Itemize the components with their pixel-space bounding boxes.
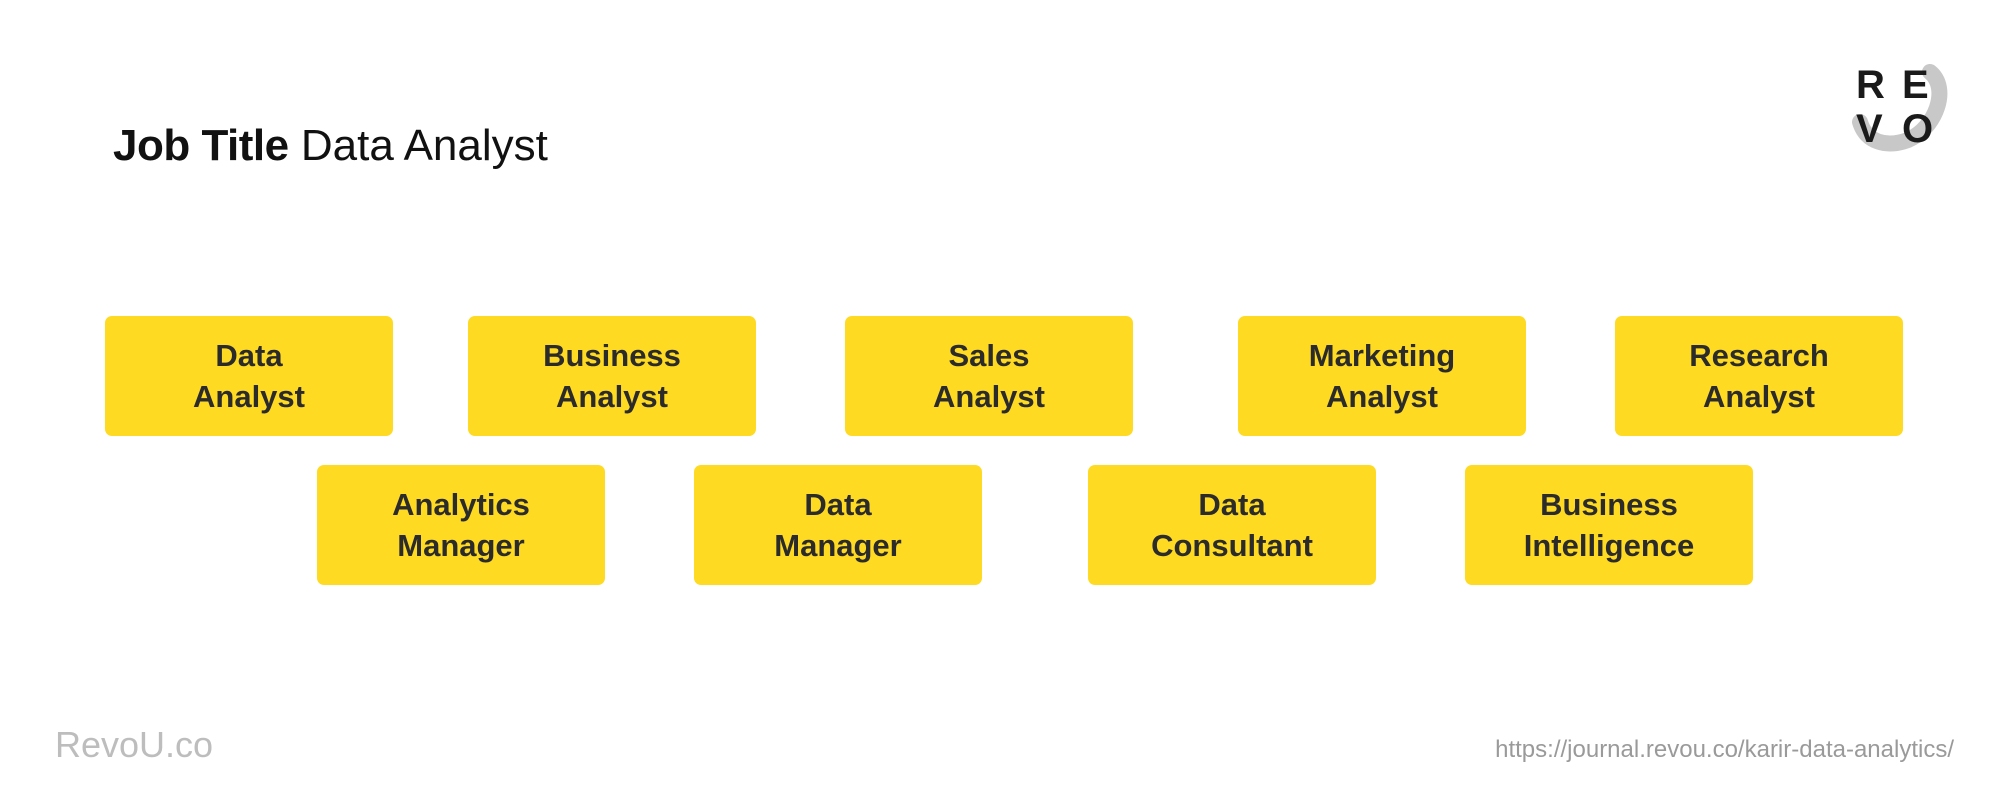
footer-brand: RevoU.co [55,724,214,765]
role-box-marketing-analyst: Marketing Analyst [1238,316,1526,436]
role-box-sales-analyst: Sales Analyst [845,316,1133,436]
role-label: Marketing Analyst [1308,338,1456,414]
role-box-business-analyst: Business Analyst [468,316,756,436]
role-box-business-intelligence: Business Intelligence [1465,465,1753,585]
page-title: Job Title Data Analyst [113,116,548,176]
footer-url[interactable]: https://journal.revou.co/karir-data-anal… [1495,736,1954,763]
role-box-analytics-manager: Analytics Manager [317,465,605,585]
logo-letter-v: V [1856,107,1883,151]
role-label: Research Analyst [1689,338,1829,414]
role-label: Business Intelligence [1523,487,1695,563]
title-light: Data Analyst [300,121,548,170]
role-box-data-analyst: Data Analyst [105,316,393,436]
logo-letter-r: R [1856,63,1885,107]
role-label: Data Consultant [1151,487,1313,563]
role-label: Analytics Manager [392,487,530,563]
role-label: Data Manager [774,487,902,563]
logo-swirl [1852,64,1948,152]
role-label: Sales Analyst [933,338,1045,414]
role-label: Business Analyst [543,338,681,414]
role-box-data-consultant: Data Consultant [1088,465,1376,585]
revou-logo: R E V O [1852,63,1948,152]
title-bold: Job Title [113,121,289,170]
logo-letter-o: O [1902,107,1933,151]
role-label: Data Analyst [193,338,305,414]
role-box-research-analyst: Research Analyst [1615,316,1903,436]
role-box-data-manager: Data Manager [694,465,982,585]
logo-letter-e: E [1902,63,1929,107]
